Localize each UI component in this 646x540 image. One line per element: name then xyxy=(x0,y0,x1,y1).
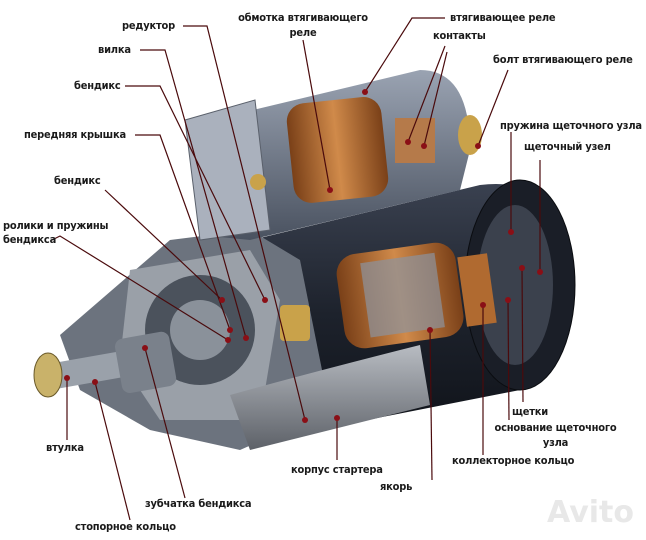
starter-shell xyxy=(230,345,430,450)
label-pruzhina: пружина щеточного узла xyxy=(500,119,642,132)
leader-lines xyxy=(51,17,541,521)
avito-watermark: Avito xyxy=(547,495,634,530)
label-shchetochny-uzel: щеточный узел xyxy=(524,140,611,153)
label-kontakty: контакты xyxy=(433,29,486,42)
label-bendiks-2: бендикс xyxy=(54,174,101,187)
label-vilka: вилка xyxy=(98,43,131,56)
pinion xyxy=(114,331,177,393)
label-zubchatka: зубчатка бендикса xyxy=(145,497,252,510)
commutator xyxy=(457,253,497,327)
label-roliki-line1: ролики и пружины xyxy=(3,219,109,232)
label-roliki-line2: бендикса xyxy=(3,233,57,246)
label-reduktor: редуктор xyxy=(122,19,175,32)
label-yakor: якорь xyxy=(380,480,413,493)
leader-dots xyxy=(64,89,543,423)
label-stopornoe: стопорное кольцо xyxy=(75,520,176,533)
label-obmotka-line1: обмотка втягивающего xyxy=(238,11,368,24)
label-vtulka: втулка xyxy=(46,441,84,454)
label-korpus: корпус стартера xyxy=(291,463,383,476)
label-bendiks-1: бендикс xyxy=(74,79,121,92)
label-obmotka-line2: реле xyxy=(289,26,317,39)
label-vtyag-rele: втягивающее реле xyxy=(450,11,556,24)
label-bolt: болт втягивающего реле xyxy=(493,53,633,66)
label-perednyaya-kryshka: передняя крышка xyxy=(24,128,126,141)
label-shchetki: щетки xyxy=(512,405,549,418)
solenoid-coil xyxy=(286,97,389,203)
label-osnovanie-line2: узла xyxy=(542,436,569,449)
label-kollektor: коллекторное кольцо xyxy=(452,454,575,467)
label-osnovanie-line1: основание щеточного xyxy=(494,421,617,434)
